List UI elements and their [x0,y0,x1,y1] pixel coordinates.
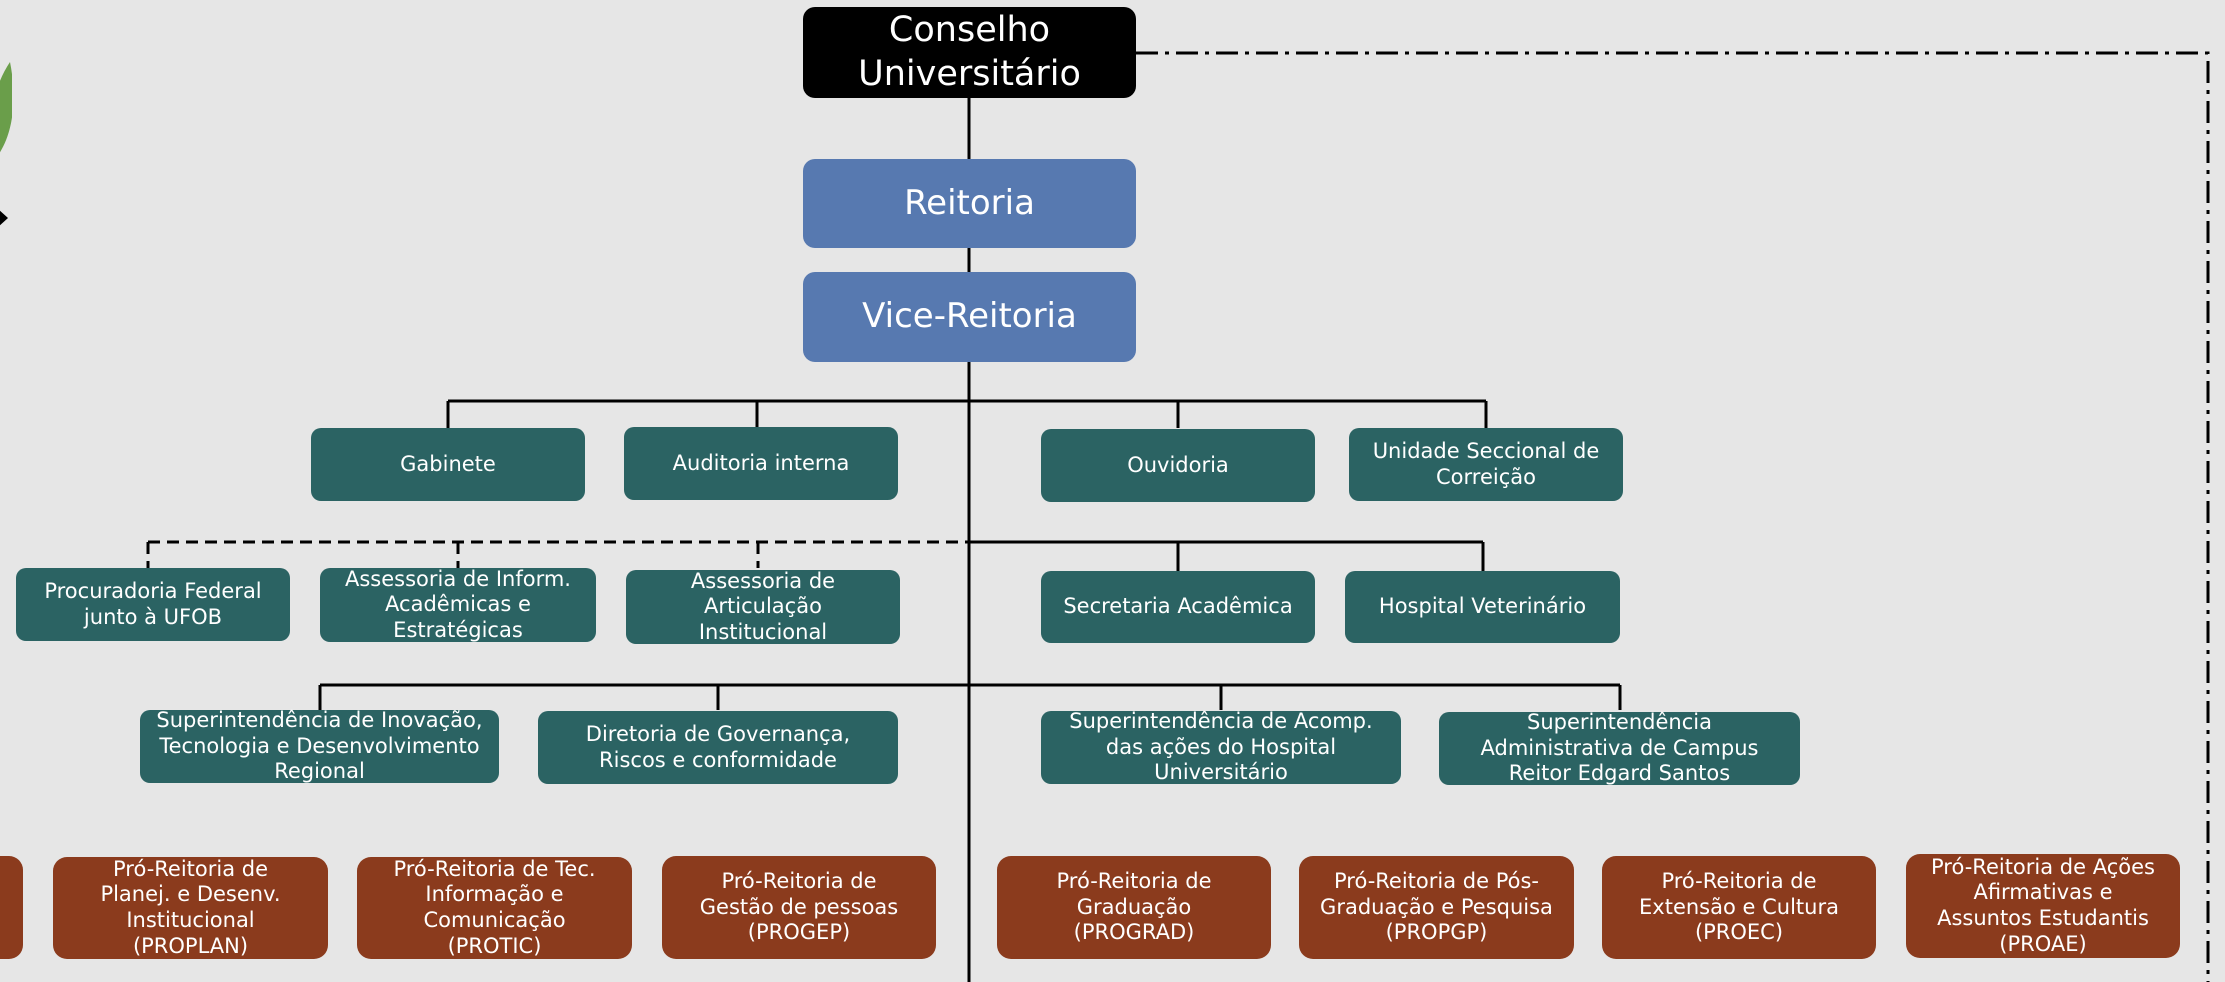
federal-attorney-box: Procuradoria Federal junto à UFOB [16,568,290,641]
protic-box: Pró-Reitoria de Tec. Informação e Comuni… [357,857,632,959]
hospital-superintendence-box: Superintendência de Acomp. das ações do … [1041,709,1401,784]
gabinete-box: Gabinete [311,428,585,501]
campus-superintendence-box: Superintendência Administrativa de Campu… [1439,710,1800,785]
academic-info-advisory-box: Assessoria de Inform. Acadêmicas e Estra… [320,567,596,642]
progep-box: Pró-Reitoria de Gestão de pessoas (PROGE… [662,856,936,959]
institutional-articulation-box: Assessoria de Articulação Institucional [626,569,900,644]
correction-unit-box: Unidade Seccional de Correição [1349,428,1623,501]
star-icon [0,210,8,226]
prograd-box: Pró-Reitoria de Graduação (PROGRAD) [997,856,1271,959]
proae-box: Pró-Reitoria de Ações Afirmativas e Assu… [1906,854,2180,958]
rectorate-box: Reitoria [803,159,1136,248]
governance-directorate-box: Diretoria de Governança, Riscos e confor… [538,711,898,784]
cut-off-box [0,856,23,959]
veterinary-hospital-box: Hospital Veterinário [1345,571,1620,643]
vice-rectorate-box: Vice-Reitoria [803,272,1136,362]
innovation-superintendence-box: Superintendência de Inovação, Tecnologia… [140,708,499,783]
laurel-leaf-icon [0,62,12,153]
internal-audit-box: Auditoria interna [624,427,898,500]
proec-box: Pró-Reitoria de Extensão e Cultura (PROE… [1602,856,1876,959]
proplan-box: Pró-Reitoria de Planej. e Desenv. Instit… [53,857,328,959]
academic-secretariat-box: Secretaria Acadêmica [1041,571,1315,643]
council-box: Conselho Universitário [803,7,1136,98]
ombudsman-box: Ouvidoria [1041,429,1315,502]
propgp-box: Pró-Reitoria de Pós- Graduação e Pesquis… [1299,856,1574,959]
